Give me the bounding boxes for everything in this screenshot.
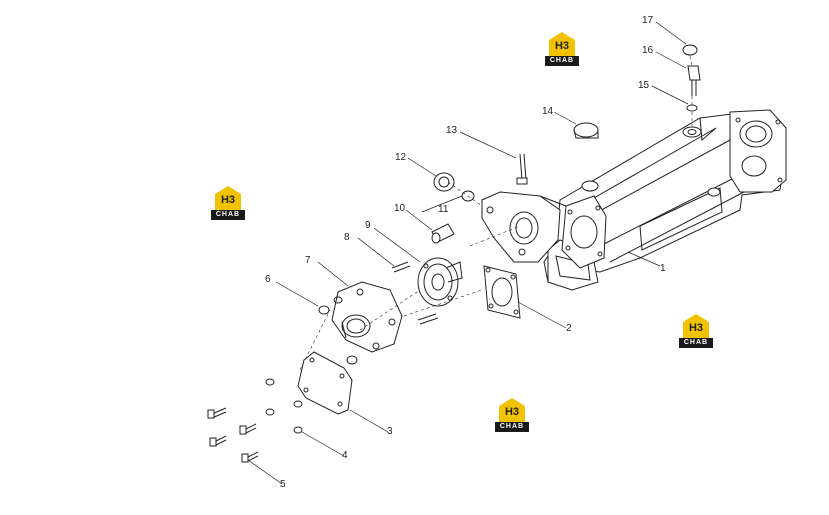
elbow-housing bbox=[331, 281, 403, 353]
watermark-logo: H3 CHAB bbox=[210, 186, 246, 222]
callout-16: 16 bbox=[642, 45, 654, 56]
watermark-logo: H3 CHAB bbox=[544, 32, 580, 68]
nuts bbox=[265, 296, 358, 416]
washer bbox=[686, 104, 698, 112]
watermark-logo: H3 CHAB bbox=[494, 398, 530, 434]
bushing bbox=[431, 223, 455, 244]
watermark-logo: H3 CHAB bbox=[678, 314, 714, 350]
leader-lines bbox=[247, 21, 689, 485]
callout-9: 9 bbox=[365, 220, 371, 231]
callout-14: 14 bbox=[542, 106, 554, 117]
callout-3: 3 bbox=[387, 426, 393, 437]
callout-12: 12 bbox=[395, 152, 407, 163]
callout-4: 4 bbox=[342, 450, 348, 461]
callout-6: 6 bbox=[265, 274, 271, 285]
callout-2: 2 bbox=[566, 323, 572, 334]
assembly-lines bbox=[299, 55, 693, 371]
cap bbox=[573, 122, 599, 139]
callout-1: 1 bbox=[660, 263, 666, 274]
long-bolt bbox=[516, 153, 528, 185]
plug bbox=[682, 44, 698, 56]
rotor-plate bbox=[417, 257, 463, 307]
bearing bbox=[433, 172, 455, 192]
studs bbox=[391, 261, 439, 325]
cover-plate bbox=[297, 351, 353, 415]
callout-11: 11 bbox=[438, 204, 449, 215]
small-washers bbox=[293, 400, 303, 434]
callout-5: 5 bbox=[280, 479, 286, 490]
callout-10: 10 bbox=[394, 203, 406, 214]
flange-gasket bbox=[483, 265, 521, 319]
end-housing bbox=[481, 191, 567, 263]
bolts bbox=[207, 407, 259, 463]
callout-8: 8 bbox=[344, 232, 350, 243]
callout-15: 15 bbox=[638, 80, 650, 91]
sensor bbox=[687, 65, 701, 96]
callout-17: 17 bbox=[642, 15, 654, 26]
axle-housing bbox=[543, 109, 787, 291]
callout-7: 7 bbox=[305, 255, 311, 266]
callout-13: 13 bbox=[446, 125, 458, 136]
